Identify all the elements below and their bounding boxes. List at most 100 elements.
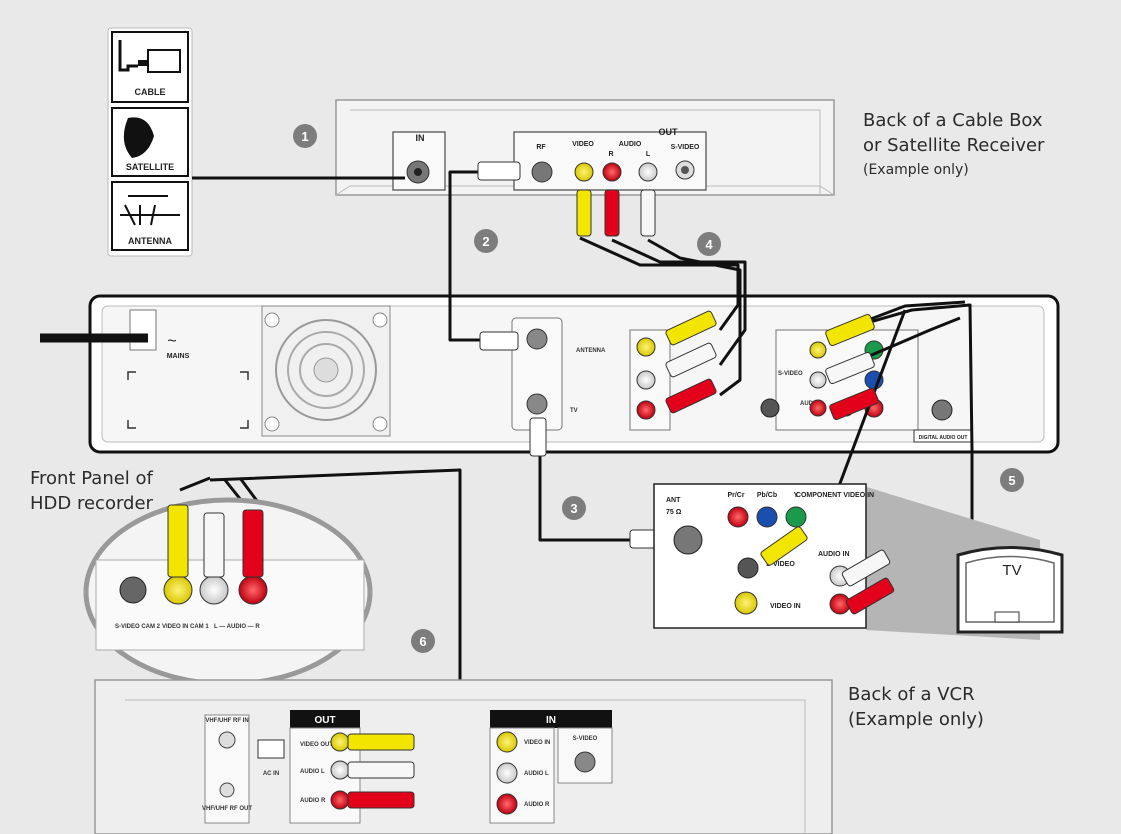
vcr-audio-l-in-label: AUDIO L: [524, 771, 549, 777]
box-audio-l-plug: [640, 189, 656, 237]
recorder-audio-l-plug: [665, 342, 717, 378]
front-audio-l-plug: [203, 512, 225, 578]
recorder-out-audio-l-plug: [825, 351, 875, 385]
vcr-in-label: IN: [546, 715, 556, 726]
cable-4-av-bundle-c: [647, 238, 742, 397]
vcr-rf-in-label: VHF/UHF RF IN: [205, 718, 248, 724]
cable-4-av-bundle-b: [611, 238, 747, 366]
vcr-caption-line1: Back of a VCR: [848, 684, 975, 705]
signal-source-panel: CABLE SATELLITE ANTENNA: [107, 27, 193, 257]
front-video-jack: [163, 575, 193, 605]
vcr-rf-in-jack: [218, 731, 236, 749]
cable-5-recorder-to-tv-av-c: [859, 316, 961, 362]
recorder-audio-label: AUDIO: [800, 401, 820, 407]
mains-label: MAINS: [167, 353, 190, 360]
cable-box-l-label: L: [646, 151, 651, 158]
cable-box-r-label: R: [608, 151, 613, 158]
tv-ant-ohm-label: 75 Ω: [666, 509, 682, 516]
vcr-video-out-jack: [330, 732, 350, 752]
vcr-video-in-label: VIDEO IN: [524, 740, 550, 746]
satellite-dish-icon: [123, 117, 154, 158]
front-audio-label: L — AUDIO — R: [214, 624, 260, 630]
cable-box-audio-label: AUDIO: [619, 141, 642, 148]
tv-input-panel: ANT 75 Ω Pr/Cr Pb/Cb Y COMPONENT VIDEO I…: [653, 483, 1040, 640]
tv-svideo-jack: [737, 557, 759, 579]
recorder-tv-out-jack: [526, 393, 548, 415]
step-badge-6: [411, 629, 435, 653]
vcr-audio-l-in-jack: [496, 762, 518, 784]
vcr-out-label: OUT: [314, 715, 335, 726]
hdd-recorder-back: ~ MAINS ANTENNA TV S-VIDEO AUDIO DIG: [88, 294, 1060, 454]
vcr-caption: Back of a VCR (Example only): [848, 682, 984, 732]
recorder-digital-audio-out-label: DIGITAL AUDIO OUT: [919, 435, 968, 441]
rf-plug-box: [477, 161, 521, 181]
tv-ant-jack: [673, 525, 703, 555]
tv-pb-jack: [756, 506, 778, 528]
tv-ant-label: ANT: [666, 497, 681, 504]
front-panel-caption: Front Panel of HDD recorder: [30, 466, 153, 516]
tv-set-label: TV: [1002, 562, 1021, 579]
cable-box-out-label: OUT: [659, 127, 679, 137]
cable-box-audio-l-jack: [638, 162, 658, 182]
step-badge-5: [1000, 468, 1024, 492]
vcr-video-out-label: VIDEO OUT: [300, 742, 333, 748]
vcr-audio-l-plug: [347, 761, 415, 779]
recorder-antenna-in-jack: [526, 328, 548, 350]
step-badges: 1 2 3 4 5 6: [293, 124, 1024, 653]
cable-box-svideo-label: S-VIDEO: [671, 144, 700, 151]
cable-source-box: [111, 31, 189, 103]
cable-plugs: [477, 161, 879, 549]
step-2-number: 2: [482, 234, 489, 249]
tv-svideo-label: S-VIDEO: [766, 561, 795, 568]
vcr-svideo-jack: [574, 751, 596, 773]
cable-box-video-out-jack: [574, 162, 594, 182]
cable-box-caption-line2: or Satellite Receiver: [863, 135, 1045, 156]
vcr-back: VHF/UHF RF IN VHF/UHF RF OUT AC IN OUT V…: [94, 679, 833, 834]
vcr-audio-l-out-jack: [330, 760, 350, 780]
satellite-label: SATELLITE: [126, 162, 174, 172]
tv-audio-r-plug: [845, 577, 895, 615]
tv-set-icon: TV: [956, 546, 1064, 634]
vcr-audio-r-in-label: AUDIO R: [524, 802, 550, 808]
cable-label: CABLE: [135, 87, 166, 97]
tv-video-in-label: VIDEO IN: [770, 603, 801, 610]
front-audio-l-jack: [199, 575, 229, 605]
vcr-out-header: [290, 710, 360, 728]
tv-video-plug: [760, 526, 808, 566]
recorder-video-plug: [665, 310, 717, 346]
cable-box-in-label: IN: [416, 133, 425, 143]
cable-box-caption-note: (Example only): [863, 162, 969, 178]
vcr-svideo-label: S-VIDEO: [573, 736, 598, 742]
vcr-audio-r-out-jack: [330, 790, 350, 810]
ac-wave-icon: ~: [167, 333, 176, 350]
recorder-out-video-plug: [825, 313, 875, 347]
cable-box-audio-r-jack: [602, 162, 622, 182]
recorder-audio-r-plug: [665, 378, 717, 414]
front-audio-r-plug: [242, 509, 264, 578]
recorder-digital-audio-out-jack: [931, 399, 953, 421]
vcr-video-plug: [347, 733, 415, 751]
box-video-plug: [576, 189, 592, 237]
cable-6-front-to-vcr-b: [179, 476, 211, 492]
step-3-number: 3: [570, 501, 577, 516]
front-audio-r-jack: [238, 575, 268, 605]
vcr-rf-out-jack: [219, 782, 235, 798]
step-1-number: 1: [301, 129, 308, 144]
tv-pr-jack: [727, 506, 749, 528]
step-badge-1: [293, 124, 317, 148]
vcr-rf-out-label: VHF/UHF RF OUT: [202, 806, 252, 812]
step-5-number: 5: [1008, 473, 1015, 488]
cable-3-recorder-to-tv-ant: [538, 455, 632, 542]
cable-box-rf-out-jack: [531, 161, 553, 183]
tv-y-jack: [785, 506, 807, 528]
tv-y-label: Y: [794, 492, 799, 499]
front-panel-caption-line2: HDD recorder: [30, 493, 153, 514]
front-svideo-jack: [119, 576, 147, 604]
step-6-number: 6: [419, 634, 426, 649]
front-panel-caption-line1: Front Panel of: [30, 468, 153, 489]
recorder-antenna-label: ANTENNA: [576, 348, 606, 354]
step-badge-3: [562, 496, 586, 520]
cable-box-caption: Back of a Cable Box or Satellite Receive…: [863, 108, 1044, 183]
recorder-out-audio-r-plug: [829, 387, 879, 421]
